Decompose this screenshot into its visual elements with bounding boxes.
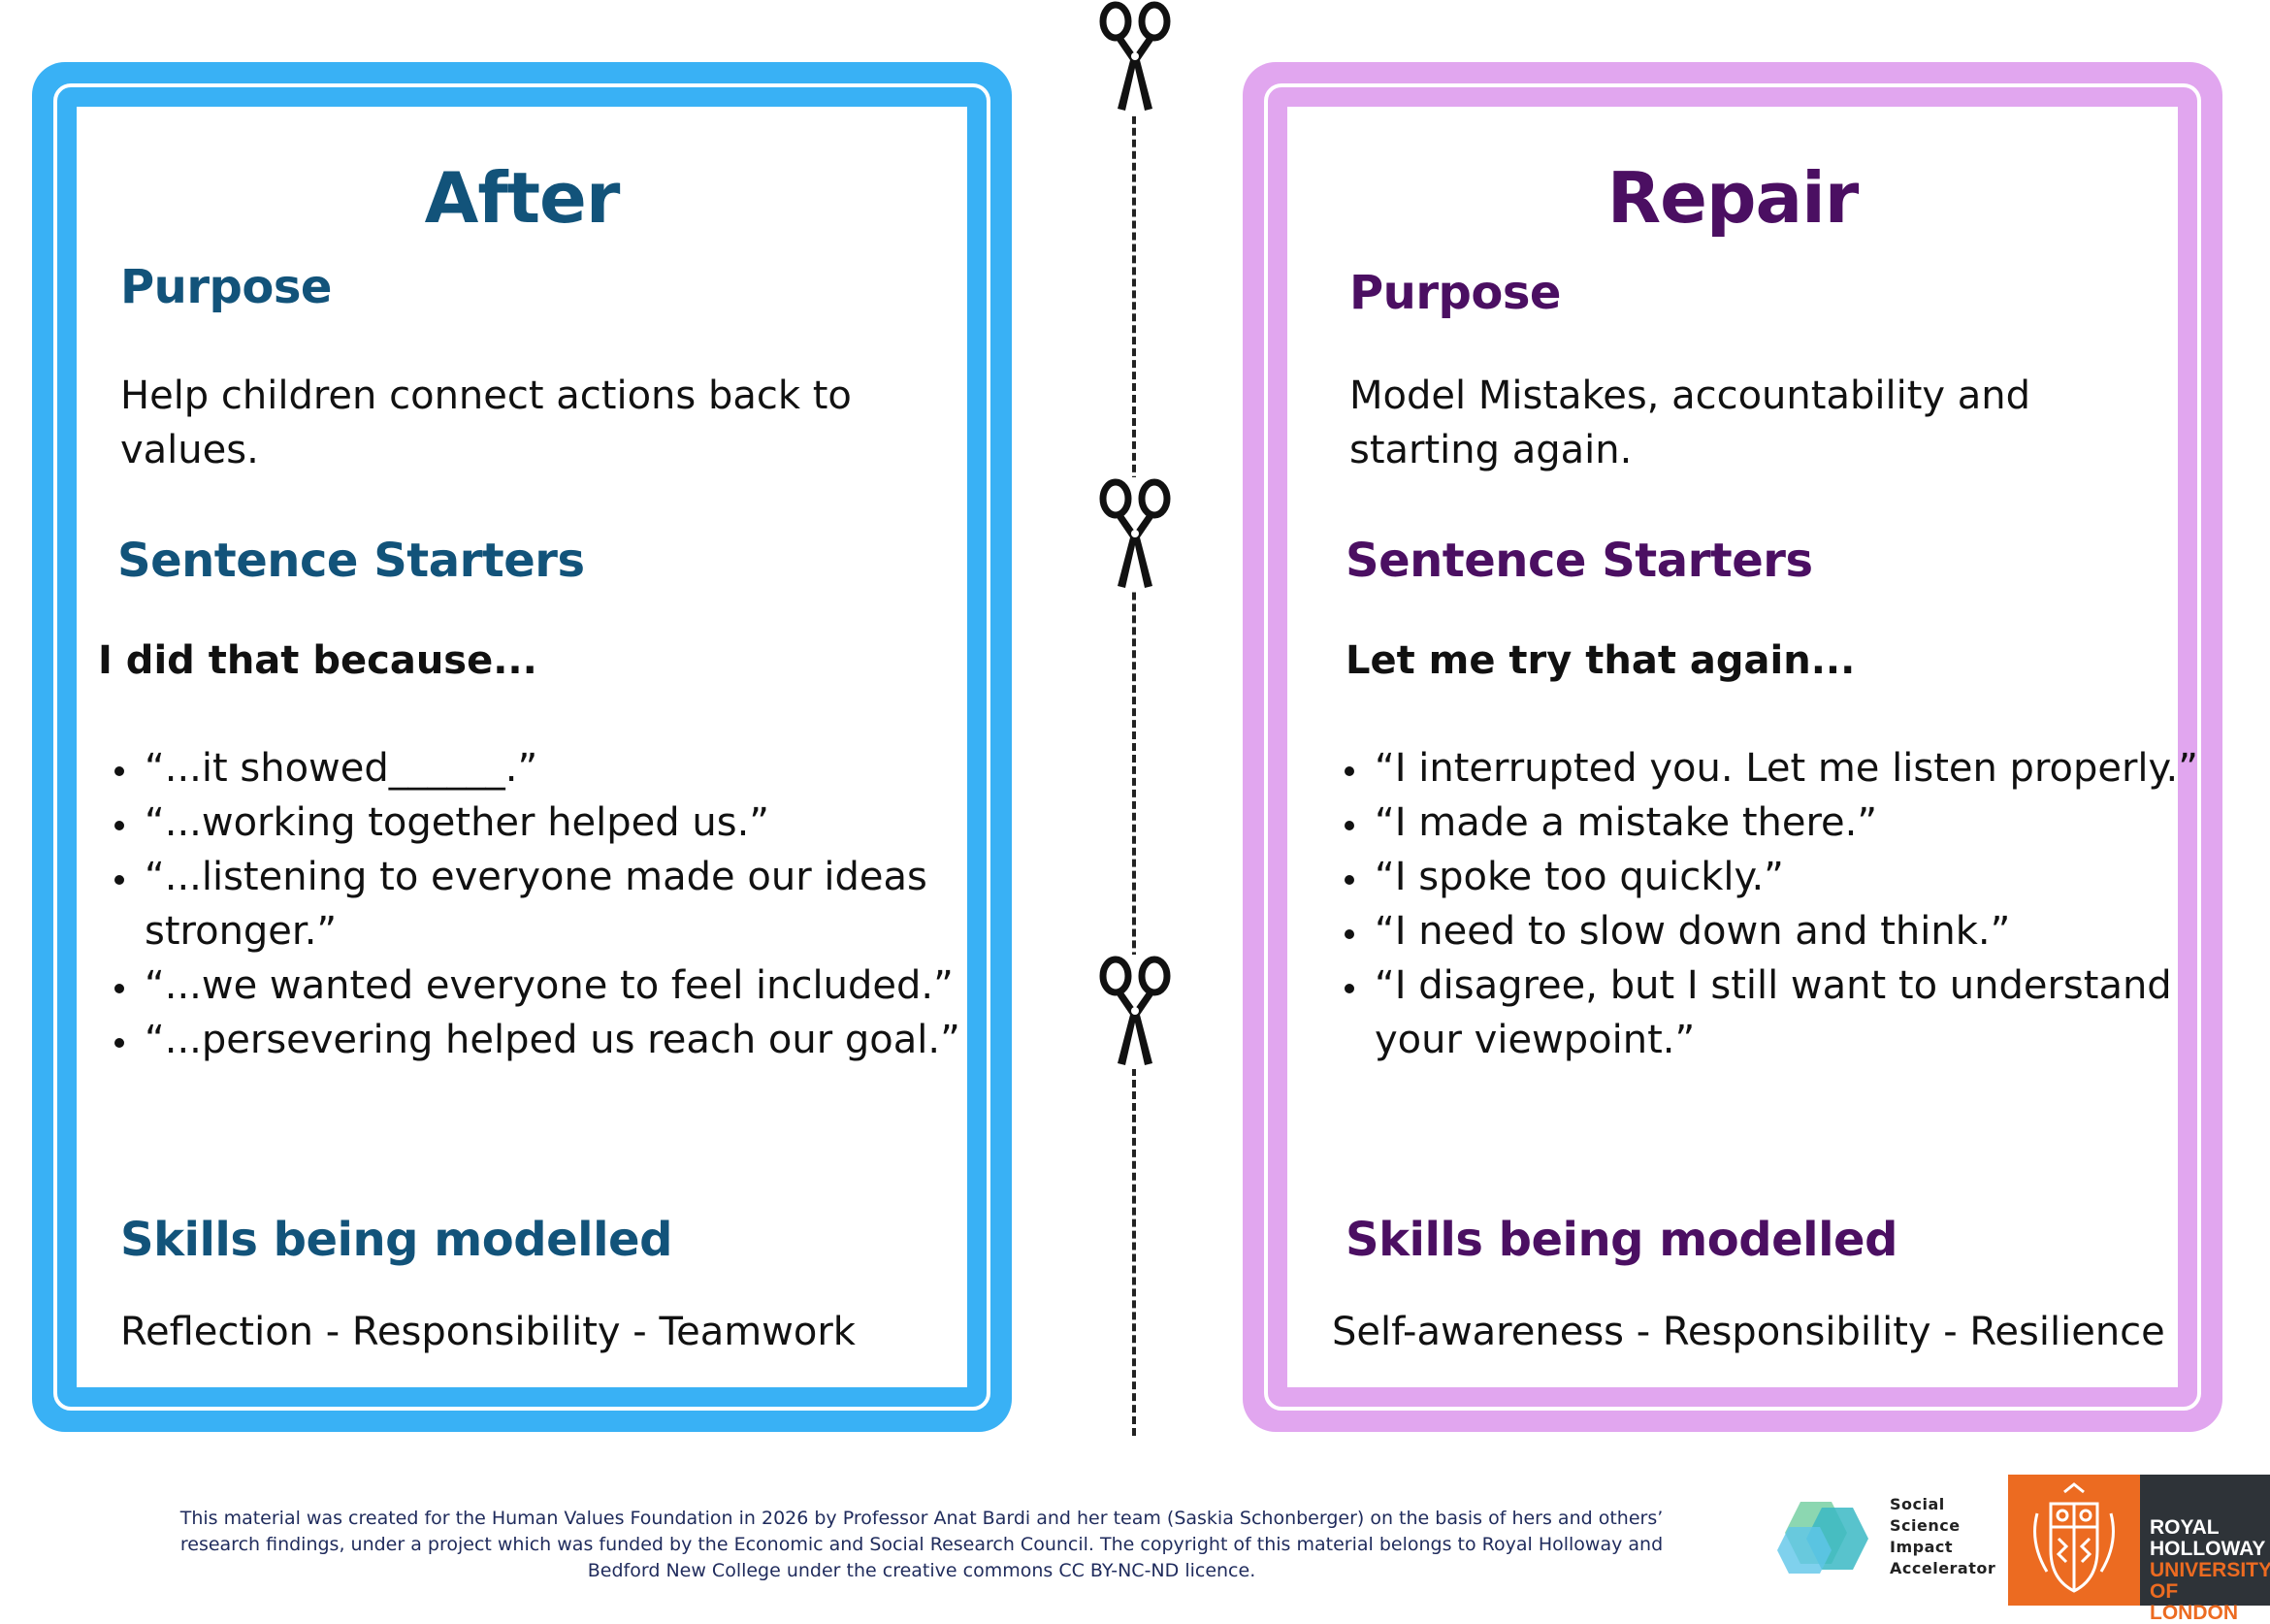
- ssia-line: Accelerator: [1890, 1559, 1996, 1577]
- repair-starters-list: “I interrupted you. Let me listen proper…: [1307, 741, 2224, 1067]
- repair-card-title: Repair: [1606, 157, 1860, 239]
- ssia-logo-text: Social Science Impact Accelerator: [1890, 1494, 1995, 1579]
- after-skills-text: Reflection - Responsibility - Teamwork: [120, 1310, 856, 1354]
- list-item: “...persevering helped us reach our goal…: [141, 1013, 1033, 1067]
- rh-line: ROYAL: [2150, 1516, 2220, 1539]
- after-skills-heading: Skills being modelled: [120, 1213, 672, 1267]
- repair-starters-heading: Sentence Starters: [1346, 534, 1813, 588]
- list-item: “...listening to everyone made our ideas…: [141, 850, 1033, 958]
- after-purpose-text: Help children connect actions back to va…: [120, 374, 852, 472]
- scissors-icon: [1096, 0, 1174, 114]
- repair-skills-text: Self-awareness - Responsibility - Resili…: [1332, 1310, 2165, 1354]
- repair-purpose-heading: Purpose: [1349, 266, 1561, 320]
- list-item: “I disagree, but I still want to underst…: [1371, 958, 2224, 1067]
- ssia-line: Social: [1890, 1495, 1945, 1513]
- repair-card-inner-border: [1264, 83, 2201, 1411]
- repair-card-panel: Repair Purpose Model Mistakes, accountab…: [1287, 107, 2198, 1387]
- rh-line: OF LONDON: [2150, 1580, 2238, 1624]
- hexagon-logo-icon: [1777, 1502, 1868, 1574]
- scissors-icon: [1096, 955, 1174, 1069]
- list-item: “I need to slow down and think.”: [1371, 904, 2224, 958]
- rh-line: HOLLOWAY: [2150, 1538, 2266, 1560]
- ssia-line: Science: [1890, 1516, 1961, 1535]
- royal-holloway-wordmark: ROYAL HOLLOWAY UNIVERSITY OF LONDON: [2140, 1475, 2270, 1624]
- after-starter-lead: I did that because...: [98, 638, 537, 683]
- ssia-line: Impact: [1890, 1538, 1954, 1556]
- rh-line: UNIVERSITY: [2150, 1559, 2270, 1581]
- list-item: “I interrupted you. Let me listen proper…: [1371, 741, 2224, 796]
- after-card-inner-border: [53, 83, 990, 1411]
- repair-purpose-text: Model Mistakes, accountability and start…: [1349, 374, 2031, 472]
- list-item: “I spoke too quickly.”: [1371, 850, 2224, 904]
- repair-starter-lead: Let me try that again...: [1346, 638, 1856, 683]
- repair-card: Repair Purpose Model Mistakes, accountab…: [1243, 62, 2222, 1432]
- list-item: “...we wanted everyone to feel included.…: [141, 958, 1033, 1013]
- scissors-icon: [1096, 477, 1174, 592]
- ssia-logo: Social Science Impact Accelerator: [1771, 1494, 2004, 1591]
- after-purpose-heading: Purpose: [120, 260, 332, 314]
- after-card-panel: After Purpose Help children connect acti…: [77, 107, 967, 1387]
- footer-credit-text: This material was created for the Human …: [179, 1508, 1664, 1581]
- after-starters-heading: Sentence Starters: [117, 534, 585, 588]
- list-item: “I made a mistake there.”: [1371, 796, 2224, 850]
- royal-holloway-logo: ROYAL HOLLOWAY UNIVERSITY OF LONDON: [2008, 1475, 2270, 1624]
- after-card-title: After: [424, 157, 621, 239]
- crest-icon: [2008, 1475, 2140, 1606]
- repair-skills-heading: Skills being modelled: [1346, 1213, 1897, 1267]
- list-item: “...it showed______.”: [141, 741, 1033, 796]
- cut-line: [1132, 58, 1136, 1436]
- after-card: After Purpose Help children connect acti…: [32, 62, 1012, 1432]
- list-item: “...working together helped us.”: [141, 796, 1033, 850]
- after-starters-list: “...it showed______.” “...working togeth…: [77, 741, 1033, 1067]
